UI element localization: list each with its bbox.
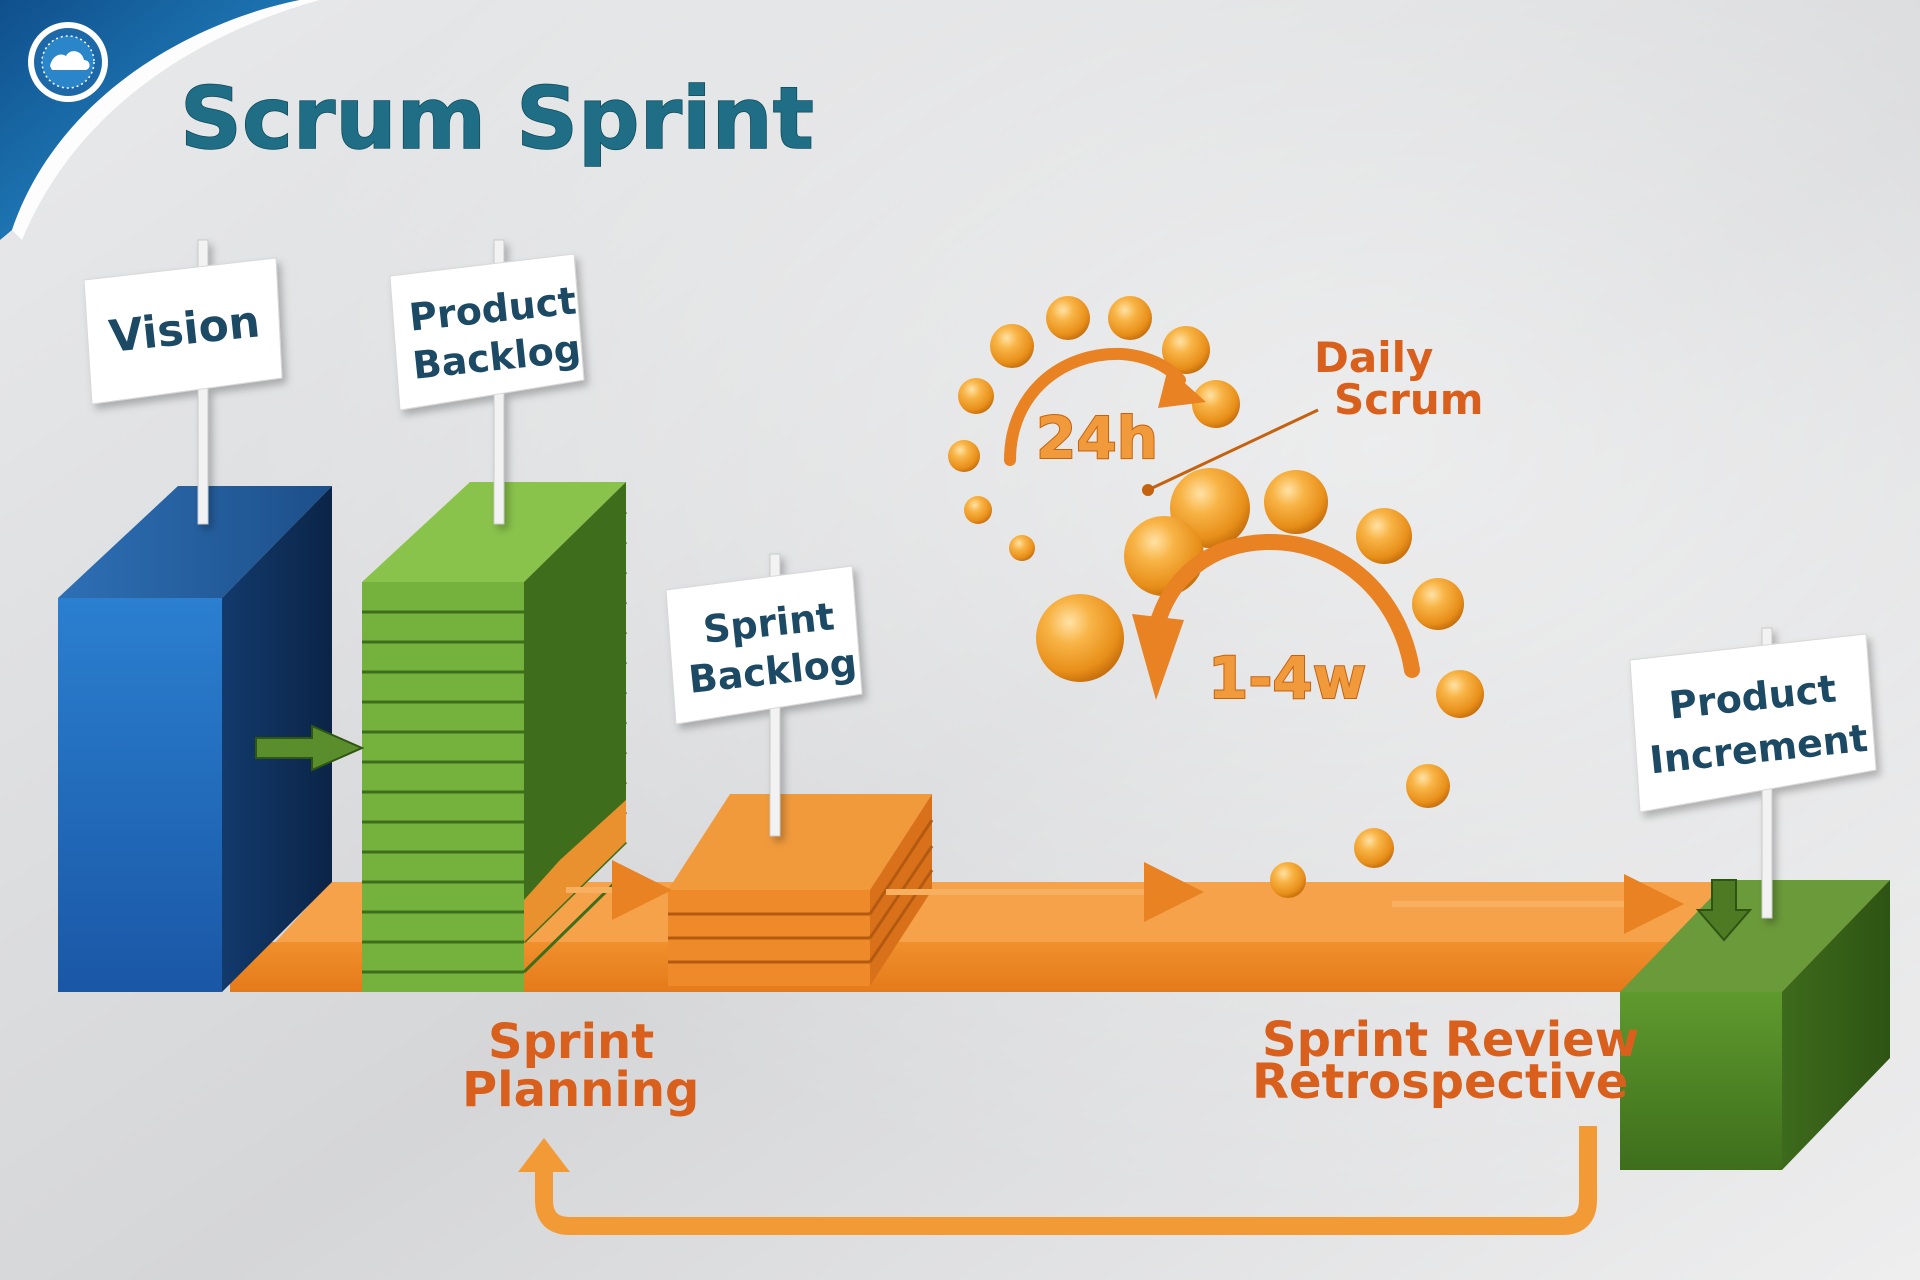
vision-block [58,486,332,992]
daily-cycle-arrow [1004,347,1206,466]
cycle-sphere [1270,862,1306,898]
page-title: Scrum Sprint [180,69,814,169]
cycle-sphere [990,324,1034,368]
sign-product-increment: Product Increment [1629,627,1877,919]
daily-duration-label: 24h [1036,404,1158,472]
backlog-slab-edge [522,510,628,614]
sprint-review-line2: Retrospective [1252,1054,1628,1110]
sprint-review-line1: Sprint Review [1262,1012,1639,1068]
cycle-sphere [1162,326,1210,374]
daily-scrum-pointer [1147,408,1319,492]
sprint-planning-line2: Planning [462,1062,699,1118]
cycle-sphere [1009,535,1035,561]
logo-emblem-icon [28,22,108,102]
backlog-slab-edge [522,750,628,854]
cycle-sphere [1108,296,1152,340]
backlog-slab-edge [522,570,628,674]
backlog-slab-edge [522,660,628,764]
backlog-slab-edge [522,690,628,794]
backlog-slab-edge [522,780,628,884]
cycle-sphere [1036,594,1124,682]
daily-scrum-line1: Daily [1314,333,1433,382]
cycle-sphere [1412,578,1464,630]
cycle-sphere [1192,380,1240,428]
daily-scrum-line2: Scrum [1334,375,1484,424]
product-increment-block [1620,879,1890,1170]
sprint-cycle-arrow [1132,533,1420,700]
cycle-sphere [1264,470,1328,534]
backlog-slab-edge [522,630,628,734]
timeline-arrows [566,860,1684,934]
cycle-sphere [948,440,980,472]
sprint-cycle-spheres [948,296,1484,898]
sign-product-backlog: Product Backlog [389,239,585,525]
cycle-sphere [1354,828,1394,868]
sprint-duration-label: 1-4w [1208,644,1366,712]
cycle-sphere [1356,508,1412,564]
flow-arrow-icon [255,724,365,772]
cycle-sphere [1406,764,1450,808]
cycle-sphere [964,496,992,524]
backlog-slab-edge [522,540,628,644]
sprint-planning-line1: Sprint [488,1014,654,1070]
cycle-sphere [1046,296,1090,340]
backlog-slab-edge [522,720,628,824]
cycle-sphere [1436,670,1484,718]
backlog-slab-edge [522,600,628,704]
return-arrow-icon [518,1126,1597,1235]
sign-vision: Vision [83,239,283,525]
cycle-sphere [958,378,994,414]
cycle-sphere [1124,516,1204,596]
product-backlog-stack [362,482,628,992]
sign-sprint-backlog: Sprint Backlog [665,553,863,837]
